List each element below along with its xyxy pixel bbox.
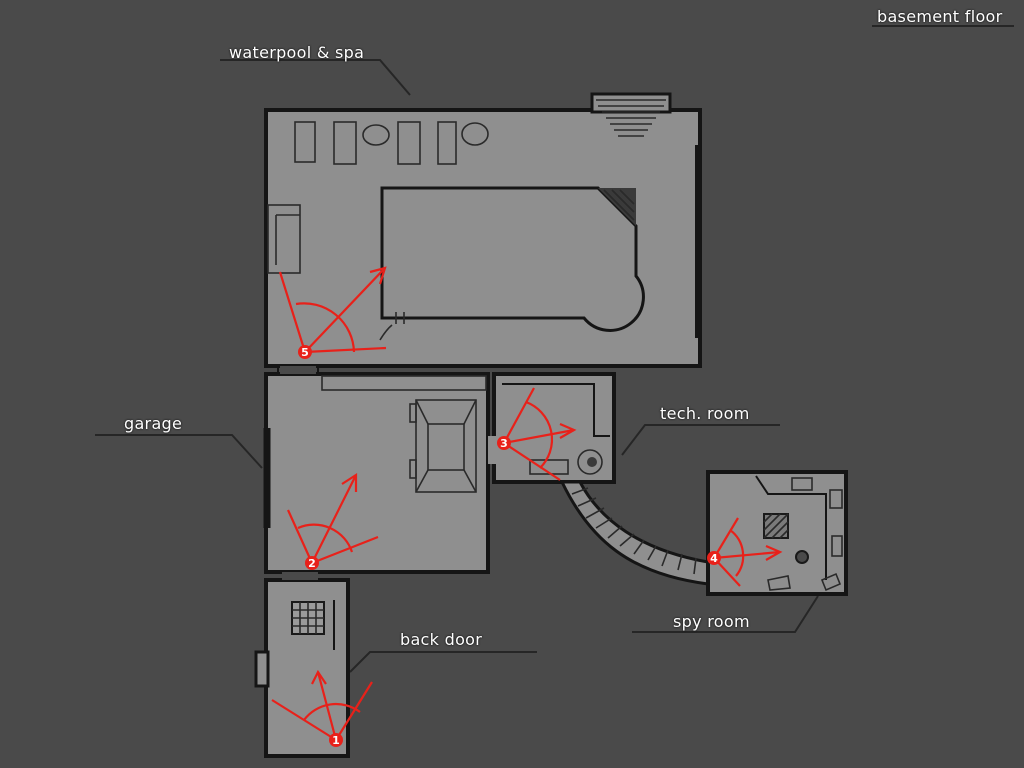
- tech-room: [488, 372, 616, 484]
- camera-1[interactable]: 1: [271, 669, 373, 747]
- camera-4[interactable]: 4: [707, 517, 783, 587]
- waterpool-spa-room: [264, 92, 702, 368]
- back-door-room: [254, 572, 350, 758]
- camera-5[interactable]: 5: [278, 266, 387, 359]
- label-leader-lines: [95, 25, 1014, 673]
- camera-3[interactable]: 3: [497, 387, 577, 481]
- tunnel-passage: [559, 480, 710, 586]
- label-back-door: back door: [400, 630, 483, 649]
- spy-room: [706, 470, 848, 596]
- security-cameras: 5 2 3 4: [271, 266, 783, 747]
- floor-title: basement floor: [877, 7, 1003, 26]
- camera-2[interactable]: 2: [286, 472, 379, 570]
- camera-number-2: 2: [308, 557, 316, 570]
- label-garage: garage: [124, 414, 183, 433]
- garage-room: [263, 366, 490, 574]
- camera-number-4: 4: [710, 552, 718, 565]
- label-tech-room: tech. room: [660, 404, 750, 423]
- camera-number-5: 5: [301, 346, 309, 359]
- label-spy-room: spy room: [673, 612, 750, 631]
- camera-number-1: 1: [332, 734, 340, 747]
- label-waterpool-spa: waterpool & spa: [229, 43, 365, 62]
- camera-number-3: 3: [500, 437, 508, 450]
